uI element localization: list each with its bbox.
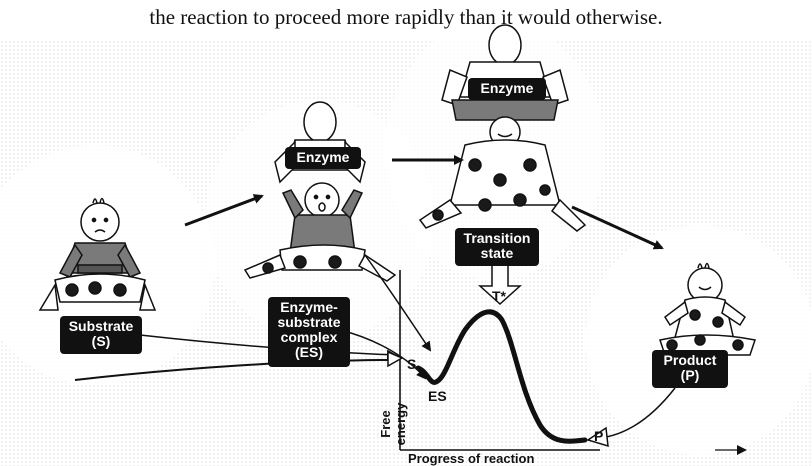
ts-label-line2: state [480,245,514,261]
transition-state-label: Transition state [455,228,539,266]
substrate-baby-illustration [38,197,157,311]
caption-text: the reaction to proceed more rapidly tha… [149,5,663,29]
connector-arrows [74,254,676,448]
es-curve-label: ES [428,388,447,404]
progression-arrows [184,155,664,250]
p-label: P [594,428,604,444]
product-label: Product (P) [652,350,728,388]
y-axis-label: Free energy [378,389,416,459]
substrate-label-line2: (S) [91,333,111,349]
es-label-line2: substrate [277,314,341,330]
ts-label-line1: Transition [463,230,531,246]
x-axis-label: Progress of reaction [408,451,535,466]
es-label-line3: complex [280,329,338,345]
y-axis-label-line1: Free [378,410,393,438]
es-complex-label: Enzyme- substrate complex (ES) [268,297,350,367]
y-axis-label-line2: energy [393,402,408,446]
enzyme-label-top: Enzyme [468,78,546,100]
substrate-label-line1: Substrate [68,318,134,334]
peak-label: T* [492,288,506,304]
es-label-line4: (ES) [295,344,323,360]
es-label-line1: Enzyme- [280,299,338,315]
substrate-label: Substrate (S) [60,316,142,354]
product-label-line1: Product [663,352,717,368]
s-label: S [407,356,417,372]
enzyme-label-left: Enzyme [285,147,361,169]
background-texture [0,20,812,466]
energy-curve [415,309,588,444]
product-label-line2: (P) [680,367,700,383]
